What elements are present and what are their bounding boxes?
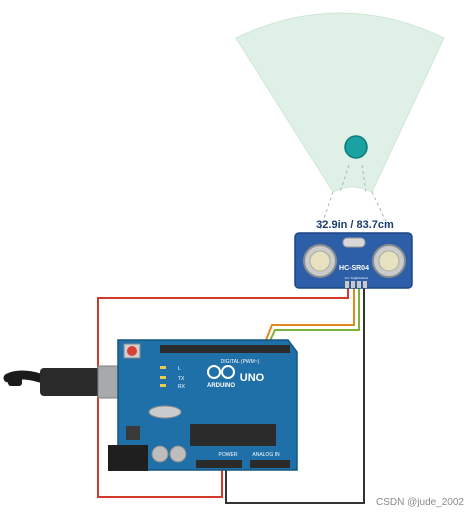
led-tx (160, 376, 166, 379)
target-object-icon[interactable] (344, 135, 368, 159)
wire-orange-trig[interactable] (263, 288, 355, 346)
capacitor-1 (151, 445, 169, 463)
sensor-pin-label-trig: Trig (350, 276, 355, 280)
power-header[interactable] (196, 460, 242, 468)
board-model-label: UNO (240, 372, 265, 384)
transducer-right-mesh (378, 250, 400, 272)
ultrasonic-sensor[interactable]: HC-SR04 (294, 232, 413, 289)
reset-button-cap (127, 346, 137, 356)
watermark-text: CSDN @jude_2002 (376, 497, 464, 508)
beam-line-in-right (361, 164, 367, 193)
sensor-pin-label-vcc: Vcc (344, 276, 350, 280)
sensor-model-label: HC-SR04 (339, 265, 369, 272)
atmega-chip (190, 424, 276, 446)
arduino-uno-board[interactable]: DIGITAL (PWM~) L TX RX ARDUINO UNO POWER… (108, 339, 298, 471)
beam-line-in-left (339, 164, 350, 193)
analog-header[interactable] (250, 460, 290, 468)
power-jack[interactable] (108, 445, 148, 471)
power-header-label: POWER (219, 452, 238, 458)
distance-readout: 32.9in / 83.7cm (316, 219, 394, 231)
analog-header-label: ANALOG IN (252, 452, 280, 458)
wire-green-echo[interactable] (267, 288, 360, 346)
sensor-pin-label-gnd: Gnd (362, 276, 368, 280)
sensor-pin-label-echo: Echo (356, 276, 363, 280)
arduino-infinity-icon (207, 365, 235, 379)
capacitor-2 (169, 445, 187, 463)
board-brand-label: ARDUINO (207, 383, 235, 389)
voltage-regulator (126, 426, 140, 440)
led-label-rx: RX (178, 384, 186, 390)
sensor-pins (345, 281, 367, 288)
beam-line-right (371, 191, 391, 231)
led-rx (160, 384, 166, 387)
led-label-l: L (178, 366, 181, 372)
digital-header[interactable] (160, 345, 290, 353)
sensing-area (235, 12, 445, 193)
crystal-oscillator (342, 237, 366, 248)
digital-header-label: DIGITAL (PWM~) (221, 359, 260, 365)
led-l (160, 366, 166, 369)
transducer-left-mesh (309, 250, 331, 272)
wire-black-gnd[interactable] (225, 288, 365, 504)
beam-line-left (319, 191, 334, 231)
led-label-tx: TX (178, 376, 185, 382)
crystal (148, 405, 182, 419)
